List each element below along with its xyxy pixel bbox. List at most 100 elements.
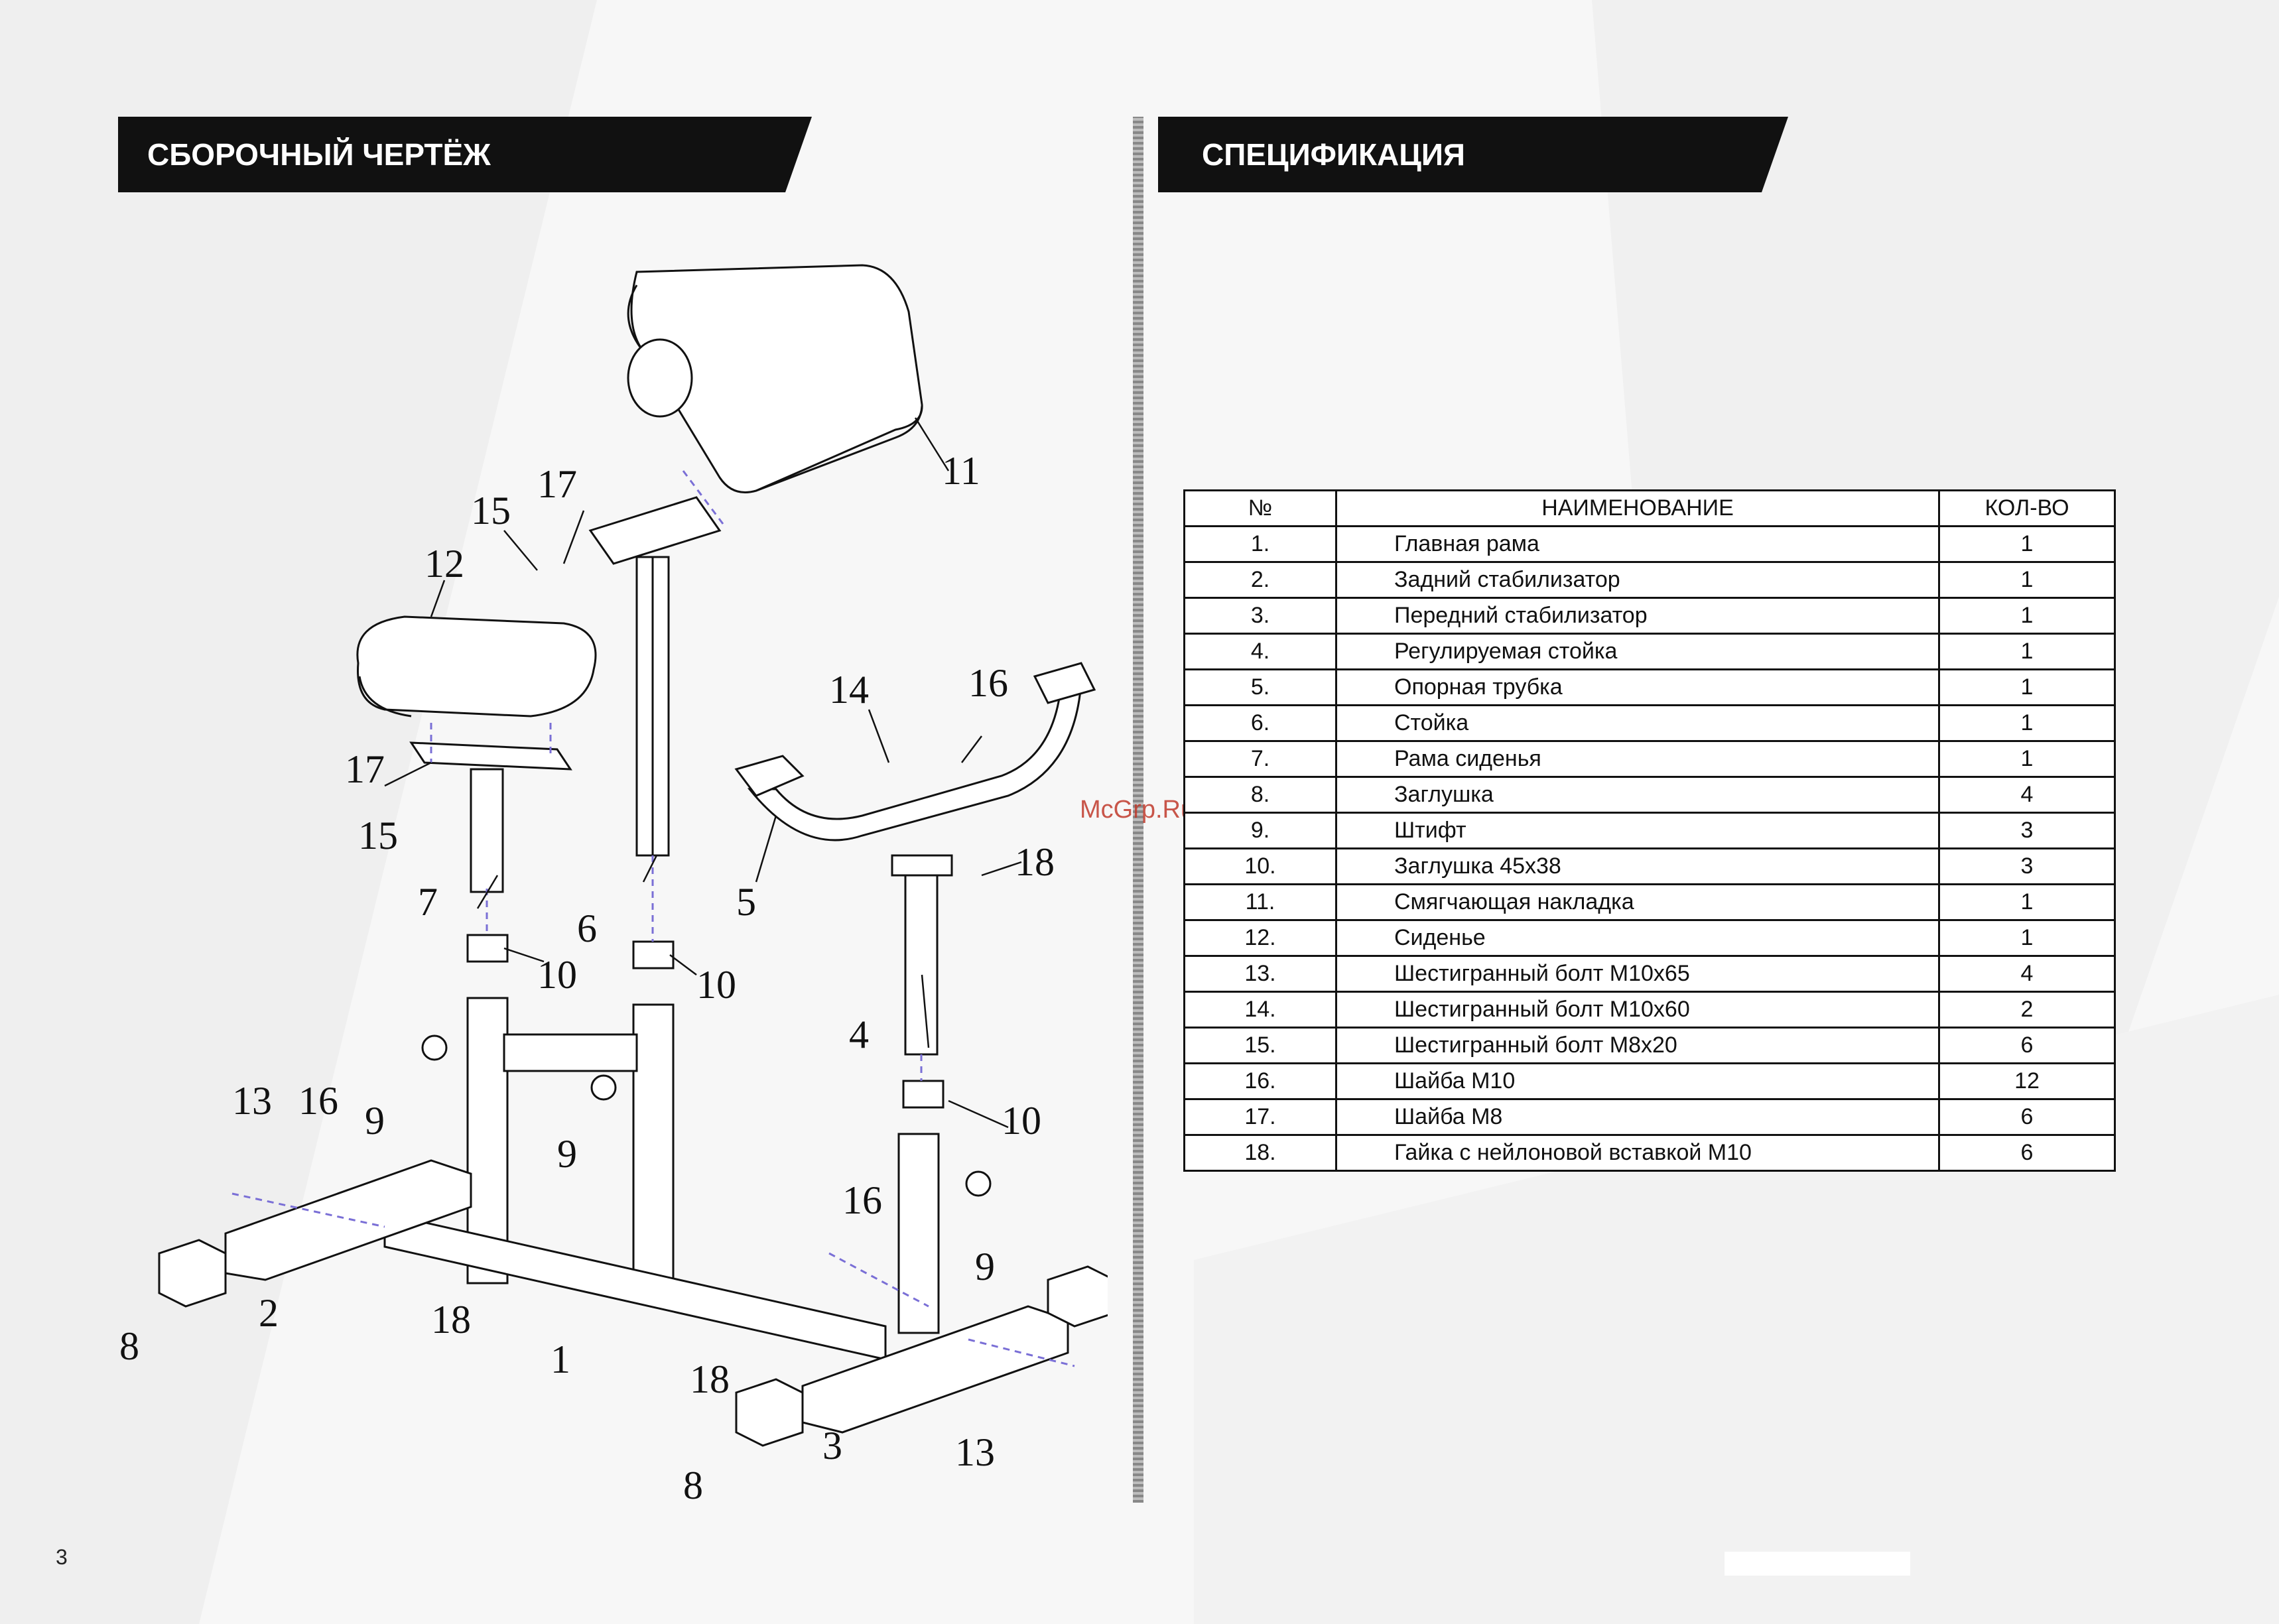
- table-cell-name: Задний стабилизатор: [1335, 561, 1940, 599]
- assembly-drawing-header: СБОРОЧНЫЙ ЧЕРТЁЖ: [118, 117, 812, 192]
- callout-16a: 16: [298, 1079, 338, 1123]
- table-cell-qty: 1: [1938, 704, 2116, 742]
- table-cell-num: 4.: [1183, 633, 1337, 670]
- table-cell-num: 5.: [1183, 668, 1337, 706]
- table-cell-num: 16.: [1183, 1062, 1337, 1100]
- callout-5: 5: [736, 880, 756, 924]
- table-cell-qty: 3: [1938, 812, 2116, 849]
- table-cell-name: Заглушка 45х38: [1335, 847, 1940, 885]
- table-cell-qty: 1: [1938, 668, 2116, 706]
- table-cell-qty: 6: [1938, 1098, 2116, 1136]
- callout-13b: 13: [955, 1430, 995, 1474]
- callout-8a: 8: [119, 1324, 139, 1368]
- callout-17: 17: [537, 462, 577, 506]
- table-cell-name: Передний стабилизатор: [1335, 597, 1940, 635]
- callout-13a: 13: [232, 1079, 272, 1123]
- callout-9b: 9: [557, 1132, 577, 1176]
- callout-15: 15: [471, 489, 511, 532]
- callout-6: 6: [577, 906, 597, 950]
- table-cell-name: Шайба М10: [1335, 1062, 1940, 1100]
- table-cell-name: Главная рама: [1335, 525, 1940, 563]
- table-cell-name: Шестигранный болт М10х60: [1335, 991, 1940, 1029]
- callout-10b: 10: [696, 963, 736, 1007]
- table-cell-qty: 4: [1938, 955, 2116, 993]
- table-cell-qty: 1: [1938, 597, 2116, 635]
- table-cell-num: 18.: [1183, 1134, 1337, 1172]
- callout-14: 14: [829, 668, 869, 712]
- seat-post-7: [470, 768, 504, 893]
- rear-stabilizer-2: [224, 1159, 472, 1281]
- support-tube-5: [747, 682, 1082, 842]
- page-number: 3: [56, 1545, 68, 1569]
- table-cell-num: 15.: [1183, 1027, 1337, 1064]
- main-frame-1: [383, 997, 940, 1361]
- callout-16b: 16: [842, 1178, 882, 1222]
- pad-bracket: [588, 496, 722, 565]
- column-header-quantity: КОЛ-ВО: [1938, 489, 2116, 527]
- assembly-drawing: 11 15 17 12 17 15 7 6 14 16 5 18 10 10 4…: [119, 264, 1108, 1507]
- table-cell-qty: 1: [1938, 919, 2116, 957]
- callout-4: 4: [849, 1013, 869, 1056]
- table-cell-qty: 1: [1938, 740, 2116, 778]
- seat-part: [356, 615, 597, 718]
- table-cell-qty: 6: [1938, 1027, 2116, 1064]
- callout-9c: 9: [975, 1245, 995, 1288]
- table-cell-name: Шайба М8: [1335, 1098, 1940, 1136]
- table-cell-name: Сиденье: [1335, 919, 1940, 957]
- table-cell-num: 11.: [1183, 883, 1337, 921]
- callout-3: 3: [822, 1424, 842, 1468]
- table-cell-qty: 4: [1938, 776, 2116, 814]
- callout-15b: 15: [358, 814, 398, 857]
- callout-10a: 10: [537, 953, 577, 997]
- adjustable-post-4: [904, 861, 939, 1056]
- column-header-name: НАИМЕНОВАНИЕ: [1335, 489, 1940, 527]
- table-cell-name: Смягчающая накладка: [1335, 883, 1940, 921]
- table-header-row: № НАИМЕНОВАНИЕ КОЛ-ВО: [1183, 489, 2116, 527]
- table-cell-name: Гайка с нейлоновой вставкой М10: [1335, 1134, 1940, 1172]
- table-cell-num: 8.: [1183, 776, 1337, 814]
- callout-18b: 18: [690, 1357, 730, 1401]
- watermark: McGrp.Ru: [1080, 796, 1195, 824]
- callout-8b: 8: [683, 1464, 703, 1507]
- page-divider: [1133, 117, 1143, 1503]
- table-cell-name: Рама сиденья: [1335, 740, 1940, 778]
- footer-blank-bar: [1725, 1552, 1910, 1576]
- table-cell-qty: 2: [1938, 991, 2116, 1029]
- column-header-number: №: [1183, 489, 1337, 527]
- table-cell-num: 2.: [1183, 561, 1337, 599]
- callout-7: 7: [418, 880, 438, 924]
- table-cell-qty: 6: [1938, 1134, 2116, 1172]
- table-cell-qty: 1: [1938, 525, 2116, 563]
- table-cell-num: 6.: [1183, 704, 1337, 742]
- callout-18a: 18: [431, 1298, 471, 1342]
- table-cell-qty: 3: [1938, 847, 2116, 885]
- table-cell-name: Опорная трубка: [1335, 668, 1940, 706]
- table-cell-name: Штифт: [1335, 812, 1940, 849]
- table-cell-name: Шестигранный болт М8х20: [1335, 1027, 1940, 1064]
- callout-17b: 17: [345, 747, 385, 791]
- callout-11: 11: [942, 449, 980, 493]
- table-cell-num: 14.: [1183, 991, 1337, 1029]
- table-cell-num: 9.: [1183, 812, 1337, 849]
- table-cell-name: Стойка: [1335, 704, 1940, 742]
- table-cell-qty: 1: [1938, 633, 2116, 670]
- table-cell-qty: 12: [1938, 1062, 2116, 1100]
- callout-12: 12: [424, 542, 464, 586]
- specification-header: СПЕЦИФИКАЦИЯ: [1158, 117, 1788, 192]
- callout-1: 1: [551, 1338, 570, 1381]
- table-cell-num: 13.: [1183, 955, 1337, 993]
- callout-10c: 10: [1002, 1099, 1041, 1143]
